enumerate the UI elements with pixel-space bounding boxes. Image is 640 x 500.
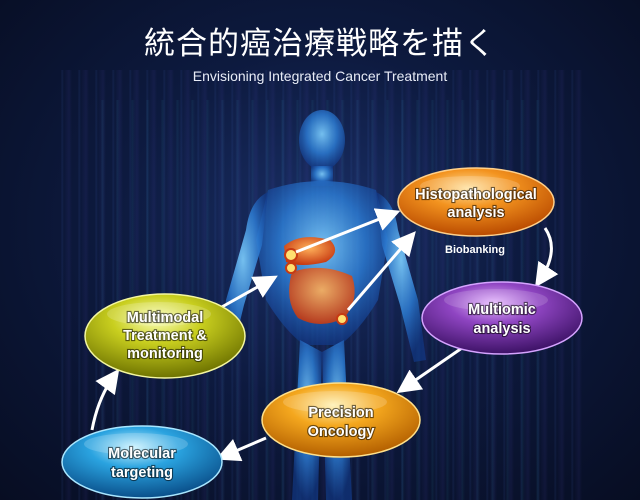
multimodal-label-line-2: Treatment & xyxy=(123,328,207,344)
node-multiomic-analysis: Multiomic analysis xyxy=(421,281,583,355)
body-neck xyxy=(311,166,333,186)
node-molecular-targeting: Molecular targeting xyxy=(61,425,223,499)
multimodal-label-line-1: Multimodal xyxy=(127,310,204,326)
body-head xyxy=(299,110,345,170)
precision-label-line-2: Oncology xyxy=(308,424,375,440)
human-body-figure xyxy=(218,110,426,500)
arrow-multiomic-to-precision xyxy=(396,346,463,394)
tumor-marker-3 xyxy=(336,313,348,325)
arrow-organ-to-histopathology-2 xyxy=(346,231,416,311)
flow-arrows xyxy=(90,208,559,462)
biobanking-label: Biobanking xyxy=(445,244,505,256)
arrow-precision-to-molecular xyxy=(215,436,267,462)
molecular-label-line-1: Molecular xyxy=(108,446,176,462)
node-precision-oncology: Precision Oncology xyxy=(261,382,421,458)
intestine-organ xyxy=(289,267,355,324)
arrow-histopathology-to-multiomic xyxy=(535,227,559,288)
arrow-multimodal-to-body xyxy=(219,275,278,310)
molecular-label-line-2: targeting xyxy=(111,465,173,481)
title-english: Envisioning Integrated Cancer Treatment xyxy=(192,68,448,84)
arrow-molecular-to-multimodal xyxy=(90,368,120,431)
tumor-marker-2 xyxy=(285,262,297,274)
title-japanese: 統合的癌治療戦略を描く xyxy=(144,26,496,62)
body-right-arm xyxy=(376,192,426,362)
histopathological-label-line-1: Histopathological xyxy=(415,187,537,203)
arrow-organ-to-histopathology xyxy=(295,208,401,254)
abdominal-organs xyxy=(284,237,355,325)
histopathological-label-line-2: analysis xyxy=(447,205,504,221)
multimodal-label-line-3: monitoring xyxy=(127,346,203,362)
multiomic-label-line-1: Multiomic xyxy=(468,302,536,318)
tumor-marker-1 xyxy=(284,248,298,262)
node-multimodal-treatment: Multimodal Treatment & monitoring xyxy=(84,293,246,379)
precision-label-line-1: Precision xyxy=(308,405,373,421)
multiomic-label-line-2: analysis xyxy=(473,321,530,337)
node-histopathological-analysis: Histopathological analysis xyxy=(397,167,555,237)
